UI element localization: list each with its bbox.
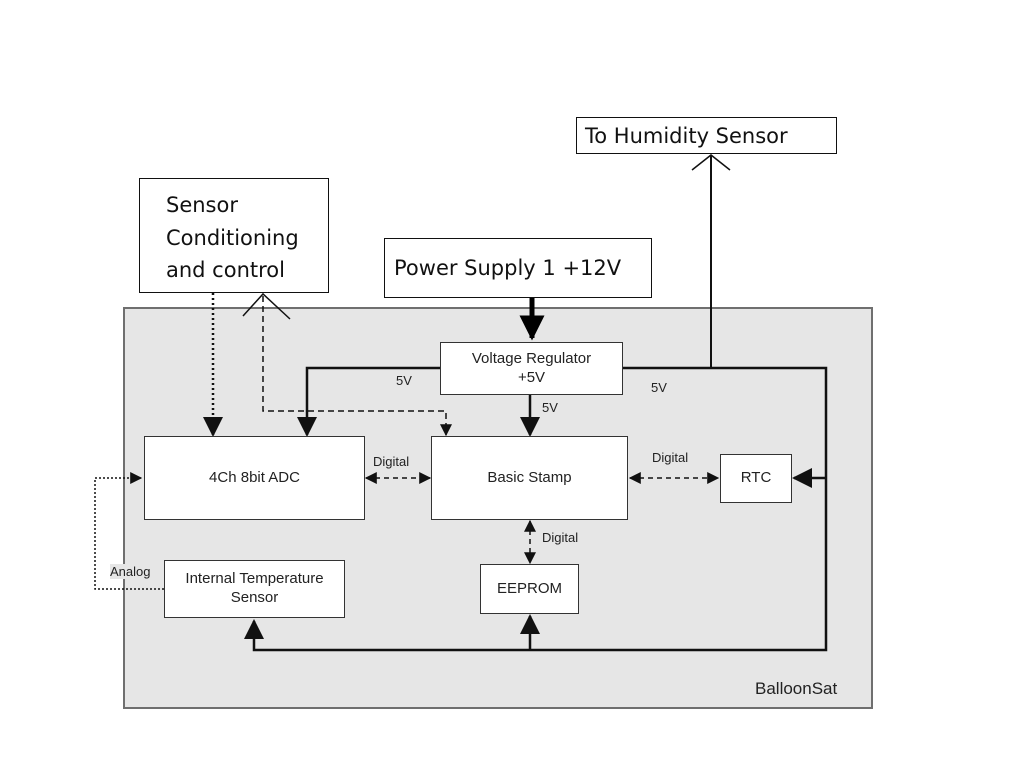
- control-line-stamp: [263, 296, 452, 437]
- adc-block: 4Ch 8bit ADC: [144, 436, 365, 520]
- humidity-arrowhead: [692, 155, 730, 170]
- sensor-conditioning-box: Sensor Conditioning and control: [139, 178, 329, 293]
- voltage-regulator-block: Voltage Regulator +5V: [440, 342, 623, 395]
- label-analog: Analog: [110, 564, 151, 579]
- label-digital-stamp-eeprom: Digital: [542, 530, 579, 545]
- control-arrowhead: [243, 294, 290, 319]
- label-digital-stamp-rtc: Digital: [652, 450, 689, 465]
- rtc-block: RTC: [720, 454, 792, 503]
- label-5v-left: 5V: [396, 373, 412, 388]
- label-5v-center: 5V: [542, 400, 558, 415]
- label-digital-adc-stamp: Digital: [373, 454, 410, 469]
- label-5v-right: 5V: [651, 380, 667, 395]
- power-supply-box: Power Supply 1 +12V: [384, 238, 652, 298]
- basic-stamp-block: Basic Stamp: [431, 436, 628, 520]
- power-rail-right: [244, 368, 826, 650]
- power-line-adc: [297, 368, 440, 437]
- balloonsat-label: BalloonSat: [755, 679, 838, 698]
- humidity-sensor-box: To Humidity Sensor: [576, 117, 837, 154]
- analog-link: [95, 472, 164, 589]
- temp-sensor-block: Internal Temperature Sensor: [164, 560, 345, 618]
- eeprom-block: EEPROM: [480, 564, 579, 614]
